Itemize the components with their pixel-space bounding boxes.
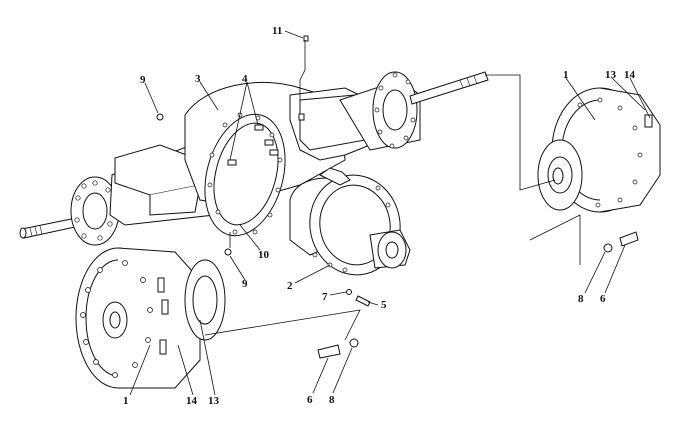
callout-1-left: 1 [123, 395, 129, 407]
callout-5: 5 [381, 299, 387, 311]
callout-9-top: 9 [140, 74, 146, 86]
right-axle-shaft [409, 71, 489, 105]
callout-13-right: 13 [605, 69, 617, 81]
left-wheel-hub [75, 247, 226, 389]
callout-3: 3 [195, 73, 201, 85]
callout-14-left: 14 [186, 395, 198, 407]
callout-2: 2 [287, 280, 293, 292]
callout-10: 10 [258, 249, 270, 261]
assembly-lines [204, 40, 581, 341]
studs [227, 124, 279, 166]
callout-11: 11 [272, 25, 282, 37]
left-bolt-washer [317, 338, 359, 359]
callout-8-right: 8 [578, 293, 584, 305]
nuts [156, 113, 232, 256]
callout-4: 4 [242, 73, 248, 85]
right-bolt-washer [603, 231, 639, 253]
callout-6-left: 6 [307, 394, 313, 406]
leader-lines [129, 30, 651, 396]
breather-valve [298, 35, 309, 121]
callout-9-bottom: 9 [242, 278, 248, 290]
callout-8-left: 8 [329, 394, 335, 406]
callout-13-left: 13 [208, 395, 220, 407]
callout-1-right: 1 [563, 69, 569, 81]
callout-labels: 11 9 3 4 10 9 2 7 5 1 13 14 8 6 1 14 13 … [123, 25, 636, 407]
callout-6-right: 6 [600, 293, 606, 305]
axle-housing [109, 71, 421, 226]
callout-7: 7 [322, 291, 328, 303]
main-reducer-assembly [289, 167, 411, 276]
right-wheel-hub [537, 87, 661, 213]
callout-14-right: 14 [624, 69, 636, 81]
washer-and-bolt-small [346, 289, 371, 307]
